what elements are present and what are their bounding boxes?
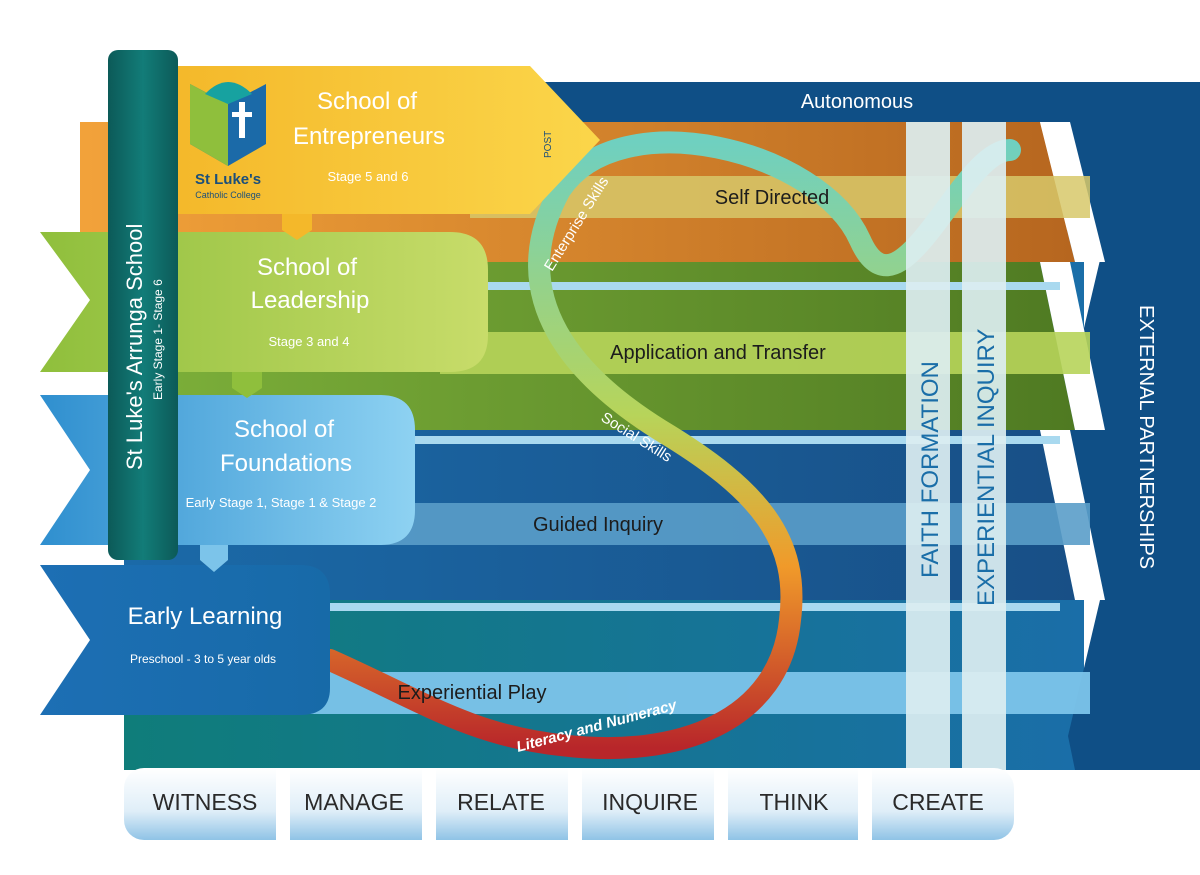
entrepreneurs-line2: Entrepreneurs [293, 123, 445, 150]
foundations-stages: Early Stage 1, Stage 1 & Stage 2 [186, 495, 377, 510]
capability-think: THINK [760, 789, 830, 815]
leadership-line1: School of [257, 254, 357, 281]
cross-icon [239, 102, 245, 138]
entrepreneurs-line1: School of [317, 88, 417, 115]
inquiry-pillar [962, 122, 1006, 770]
leadership-notch [232, 372, 262, 398]
capability-tabs [124, 768, 1014, 840]
faith-formation-label: FAITH FORMATION [917, 361, 944, 578]
early-learning-block [40, 565, 330, 715]
early-line1: Early Learning [128, 603, 283, 630]
logo-subname: Catholic College [195, 190, 261, 200]
autonomous-band [500, 82, 1070, 122]
capability-relate: RELATE [457, 789, 545, 815]
autonomous-label: Autonomous [801, 91, 913, 113]
skills-curve [319, 131, 1021, 759]
entrepreneurs-notch [282, 214, 312, 240]
external-partnerships-label: EXTERNAL PARTNERSHIPS [1135, 305, 1157, 569]
side-banner [108, 50, 178, 560]
foundations-line1: School of [234, 416, 334, 443]
leadership-line2: Leadership [251, 287, 370, 314]
school-logo [190, 82, 266, 166]
experiential-inquiry-label: EXPERIENTIAL INQUIRY [973, 329, 1000, 606]
logo-name: St Luke's [195, 171, 261, 188]
side-banner-subtitle: Early Stage 1- Stage 6 [151, 279, 165, 400]
guided-label: Guided Inquiry [533, 514, 663, 536]
application-label: Application and Transfer [610, 342, 826, 364]
self-directed-label: Self Directed [715, 187, 830, 209]
capability-inquire: INQUIRE [602, 789, 698, 815]
capability-manage: MANAGE [304, 789, 404, 815]
foundations-line2: Foundations [220, 450, 352, 477]
faith-pillar [906, 122, 950, 770]
entrepreneurs-block [170, 66, 600, 214]
social-skills-label: Social Skills [598, 409, 675, 466]
enterprise-skills-label: Enterprise Skills [541, 174, 612, 274]
early-stages: Preschool - 3 to 5 year olds [130, 652, 276, 666]
capability-witness: WITNESS [153, 789, 258, 815]
leadership-stages: Stage 3 and 4 [269, 334, 350, 349]
foundations-notch [200, 545, 228, 572]
entrepreneurs-stages: Stage 5 and 6 [328, 169, 409, 184]
play-label: Experiential Play [398, 682, 547, 704]
literacy-label: Literacy and Numeracy [515, 697, 679, 756]
side-banner-title: St Luke's Arrunga School [122, 224, 147, 470]
capability-create: CREATE [892, 789, 984, 815]
external-partnerships-panel [1060, 82, 1200, 770]
post-tag: POST [543, 131, 554, 158]
